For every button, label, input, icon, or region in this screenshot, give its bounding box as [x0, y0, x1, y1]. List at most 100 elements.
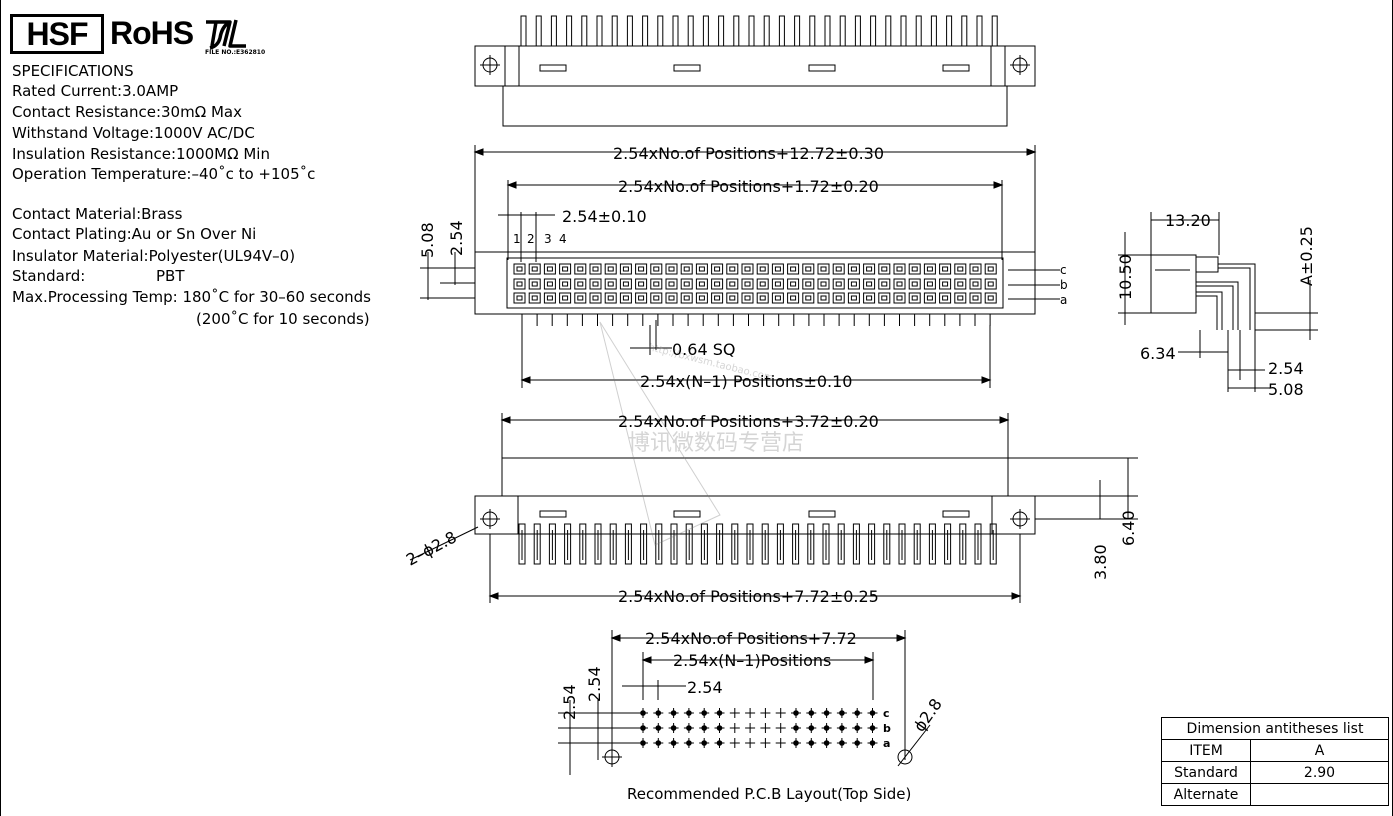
front-contact-core — [607, 266, 614, 272]
spec-contact-material: Contact Material:Brass — [12, 205, 183, 223]
front-contact — [954, 263, 967, 275]
front-contact-core — [866, 266, 873, 272]
top-pin — [763, 15, 770, 47]
front-contact — [817, 263, 830, 275]
front-contact — [969, 278, 982, 290]
front-contact-core — [820, 295, 827, 301]
front-contact-core — [957, 295, 964, 301]
dim-table-row1-label: Standard — [1161, 761, 1251, 784]
dim-table-row2-label: Alternate — [1161, 783, 1251, 806]
bottom-pin — [655, 523, 663, 565]
front-contact-core — [896, 266, 903, 272]
front-contact — [984, 278, 997, 290]
front-contact-core — [820, 266, 827, 272]
front-contact — [908, 292, 921, 304]
bottom-pin — [974, 523, 982, 565]
front-contact — [559, 278, 572, 290]
front-contact-core — [957, 281, 964, 287]
front-contact-core — [850, 295, 857, 301]
front-contact-core — [516, 266, 523, 272]
front-contact — [817, 292, 830, 304]
front-contact — [604, 263, 617, 275]
front-contact — [635, 278, 648, 290]
spec-contact-plating: Contact Plating:Au or Sn Over Ni — [12, 225, 257, 243]
top-pin — [961, 15, 968, 47]
spec-standard-label: Standard: — [12, 267, 86, 285]
front-contact — [528, 263, 541, 275]
front-contact — [711, 292, 724, 304]
front-contact — [832, 263, 845, 275]
front-contact-core — [790, 295, 797, 301]
top-pin — [520, 15, 527, 47]
front-contact-core — [653, 266, 660, 272]
front-contact-core — [729, 281, 736, 287]
bottom-pin — [518, 523, 526, 565]
front-contact — [680, 263, 693, 275]
front-contact-core — [714, 281, 721, 287]
label-overall-length: 2.54xNo.of Positions+12.72±0.30 — [613, 144, 884, 163]
front-contact-core — [638, 266, 645, 272]
front-contact-core — [577, 266, 584, 272]
front-contact — [741, 278, 754, 290]
top-pin — [611, 15, 618, 47]
front-contact-core — [638, 295, 645, 301]
front-contact-core — [592, 266, 599, 272]
label-flange-length: 2.54xNo.of Positions+7.72±0.25 — [618, 587, 879, 606]
front-contact-core — [668, 295, 675, 301]
front-contact — [771, 292, 784, 304]
front-contact-core — [805, 295, 812, 301]
label-pcb-span: 2.54x(N–1)Positions — [673, 651, 831, 670]
label-row-c: c — [1060, 263, 1067, 277]
front-contact-core — [835, 295, 842, 301]
front-contact — [923, 263, 936, 275]
label-side-254: 2.54 — [1268, 359, 1304, 378]
side-view — [1118, 212, 1318, 392]
bottom-pin — [564, 523, 572, 565]
front-contact — [635, 263, 648, 275]
dim-table-title: Dimension antitheses list — [1161, 717, 1389, 740]
side-housing — [1150, 254, 1197, 314]
front-contact — [863, 278, 876, 290]
bottom-latch-4 — [942, 510, 970, 518]
front-contact-core — [881, 295, 888, 301]
label-pin-1: 1 — [513, 232, 521, 246]
top-pin — [687, 15, 694, 47]
front-contact-core — [546, 266, 553, 272]
front-contact — [939, 263, 952, 275]
front-contact-core — [896, 281, 903, 287]
front-contact — [513, 278, 526, 290]
front-contact — [893, 263, 906, 275]
spec-withstand-voltage: Withstand Voltage:1000V AC/DC — [12, 124, 255, 142]
front-contact — [619, 278, 632, 290]
front-contact — [665, 292, 678, 304]
spec-heading: SPECIFICATIONS — [12, 62, 134, 80]
front-contact-core — [516, 295, 523, 301]
front-contact — [604, 278, 617, 290]
top-pin — [672, 15, 679, 47]
front-contact-core — [744, 295, 751, 301]
top-pin — [900, 15, 907, 47]
bottom-pin — [837, 523, 845, 565]
front-contact-core — [850, 266, 857, 272]
front-contact — [574, 278, 587, 290]
bottom-pin — [746, 523, 754, 565]
front-contact — [878, 278, 891, 290]
label-pin-span: 2.54x(N–1) Positions±0.10 — [640, 372, 852, 391]
front-contact-core — [562, 281, 569, 287]
label-pin-3: 3 — [544, 232, 552, 246]
front-contact-core — [622, 295, 629, 301]
label-pitch: 2.54±0.10 — [562, 207, 647, 226]
bottom-housing — [501, 457, 1009, 497]
front-contact-core — [516, 281, 523, 287]
top-latch-3 — [808, 64, 836, 72]
front-contact — [528, 278, 541, 290]
label-side-a: A±0.25 — [1297, 226, 1316, 286]
front-contact — [741, 292, 754, 304]
front-contact-core — [683, 281, 690, 287]
top-latch-1 — [539, 64, 567, 72]
front-contact-core — [577, 295, 584, 301]
front-contact — [863, 263, 876, 275]
side-pins — [1196, 263, 1256, 330]
bottom-view — [409, 413, 1138, 603]
bottom-pin — [624, 523, 632, 565]
